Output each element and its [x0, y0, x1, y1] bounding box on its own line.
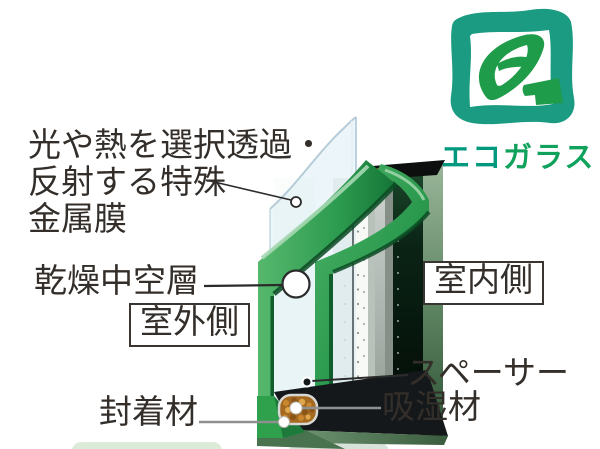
sealant-band [274, 370, 448, 436]
logo-text-glass: ガラス [503, 142, 596, 174]
metal-film-point-circle [290, 196, 302, 208]
air-layer-point-circle [281, 269, 311, 299]
metal-film-label-line2: 反射する特殊 [28, 165, 226, 201]
eco-glass-logo-text: エコガラス [441, 134, 595, 176]
spacer-leader-line [311, 374, 409, 382]
gap-strip [368, 170, 375, 392]
desiccant-label: 吸湿材 [382, 390, 481, 426]
logo-leaf-tail [522, 78, 563, 105]
indoor-glass-edge [375, 168, 385, 392]
bottom-shadow-left [72, 442, 222, 449]
logo-leaf [478, 34, 545, 101]
inner-film-highlight [384, 168, 426, 201]
metal-film-highlight [260, 164, 370, 260]
inner-film-ribbon [315, 164, 431, 388]
metal-film-leader-line [205, 179, 292, 201]
metal-film-edge [270, 296, 274, 430]
glass-wavy-top-edge [269, 116, 357, 210]
logo-text-eco: エコ [441, 142, 504, 174]
spacer-label: スペーサー [407, 356, 570, 392]
eco-glass-leaf-logo [450, 8, 575, 125]
indoor-glass-shade [385, 168, 393, 392]
desiccant-beads [282, 397, 315, 421]
bottom-assembly [257, 370, 448, 449]
logo-frame [450, 8, 575, 125]
inner-film-shadow [332, 210, 431, 274]
desiccant-point-circle [289, 401, 303, 415]
metal-film-label-line3: 金属膜 [28, 202, 127, 238]
inner-pane-assembly [274, 160, 445, 439]
metal-film-label-line1: 光や熱を選択透過・ [28, 128, 325, 164]
sealant-point-circle [278, 416, 290, 428]
unit-bottom-face [295, 430, 448, 445]
inner-film-shape [315, 164, 429, 388]
sealant-label: 封着材 [99, 395, 198, 431]
pane-edge-line [352, 178, 354, 392]
dry-air-layer-label: 乾燥中空層 [34, 264, 199, 300]
metal-film-label: 光や熱を選択透過・ 反射する特殊 金属膜 [28, 128, 325, 239]
air-layer-leader-line [203, 283, 283, 288]
outdoor-side-label: 室外側 [129, 303, 250, 347]
spacer-strip [354, 172, 368, 392]
leader-lines [199, 179, 409, 428]
logo-leaf-crossbar [497, 56, 530, 71]
inner-film-edge [329, 274, 333, 388]
spacer-point-circle [301, 376, 313, 388]
indoor-side-label: 室内側 [423, 261, 544, 305]
